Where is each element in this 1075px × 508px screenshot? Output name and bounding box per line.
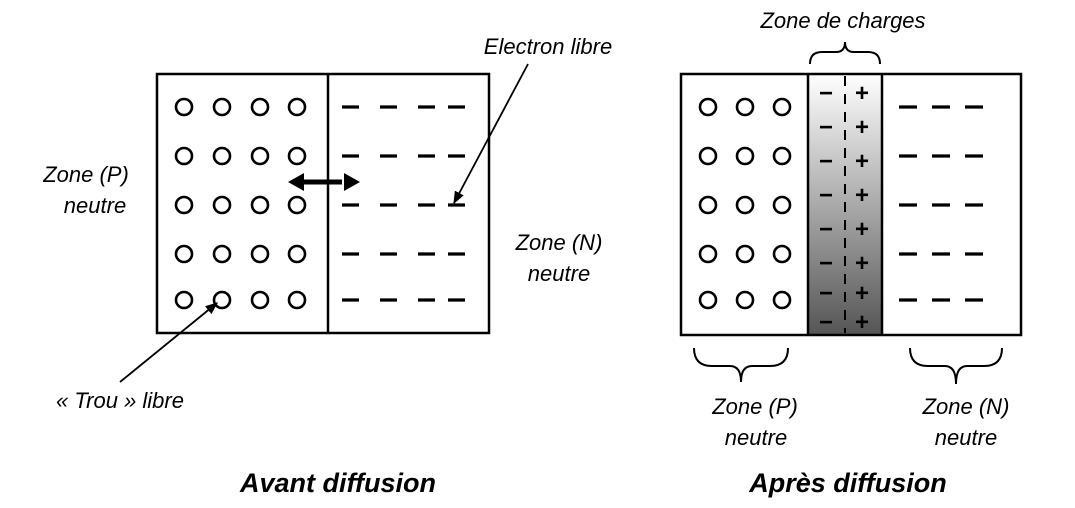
hole-symbol xyxy=(772,290,792,310)
hole-symbol xyxy=(287,97,307,117)
diffusion-double-arrow xyxy=(288,173,360,191)
brace-charge-zone xyxy=(809,41,881,65)
hole-symbol xyxy=(698,97,718,117)
hole-symbol xyxy=(698,146,718,166)
hole-symbol xyxy=(250,195,270,215)
space-charges: −+−+−+−+−+−+−+−+ xyxy=(819,80,869,336)
hole-symbol xyxy=(772,195,792,215)
positive-ion-symbol: + xyxy=(855,280,869,307)
hole-symbol xyxy=(735,97,755,117)
hole-symbol xyxy=(250,290,270,310)
hole-symbol xyxy=(735,244,755,264)
negative-ion-symbol: − xyxy=(819,182,833,209)
positive-ion-symbol: + xyxy=(855,80,869,107)
hole-symbol xyxy=(174,195,194,215)
caption-before-diffusion: Avant diffusion xyxy=(239,468,436,498)
negative-ion-symbol: − xyxy=(819,250,833,277)
holes-p-region-before xyxy=(174,97,307,310)
label-charge-zone: Zone de charges xyxy=(759,8,925,33)
label-p-zone-before-line2: neutre xyxy=(64,193,126,218)
hole-symbol xyxy=(772,244,792,264)
label-p-zone-before-line1: Zone (P) xyxy=(42,162,129,187)
positive-ion-symbol: + xyxy=(855,309,869,336)
hole-symbol xyxy=(174,290,194,310)
electron-pointer-arrow xyxy=(453,63,529,205)
hole-symbol xyxy=(698,195,718,215)
hole-symbol xyxy=(735,290,755,310)
label-p-zone-after-line1: Zone (P) xyxy=(711,394,798,419)
label-n-zone-before-line2: neutre xyxy=(528,261,590,286)
negative-ion-symbol: − xyxy=(819,216,833,243)
hole-symbol xyxy=(287,244,307,264)
hole-pointer-arrow xyxy=(119,302,218,383)
positive-ion-symbol: + xyxy=(855,250,869,277)
negative-ion-symbol: − xyxy=(819,309,833,336)
positive-ion-symbol: + xyxy=(855,114,869,141)
hole-symbol xyxy=(212,195,232,215)
negative-ion-symbol: − xyxy=(819,114,833,141)
hole-symbol xyxy=(250,146,270,166)
label-trou-libre: « Trou » libre xyxy=(56,388,184,413)
negative-ion-symbol: − xyxy=(819,148,833,175)
brace-n-zone-after xyxy=(909,347,1003,385)
hole-symbol xyxy=(287,195,307,215)
negative-ion-symbol: − xyxy=(819,80,833,107)
electrons-n-region-before xyxy=(342,105,465,302)
negative-ion-symbol: − xyxy=(819,280,833,307)
positive-ion-symbol: + xyxy=(855,148,869,175)
caption-after-diffusion: Après diffusion xyxy=(748,468,947,498)
crystal-box-before xyxy=(155,72,491,335)
hole-symbol xyxy=(212,146,232,166)
hole-symbol xyxy=(287,146,307,166)
label-n-zone-before-line1: Zone (N) xyxy=(515,230,603,255)
label-electron-libre: Electron libre xyxy=(484,34,612,59)
brace-p-zone-after xyxy=(693,347,789,383)
positive-ion-symbol: + xyxy=(855,216,869,243)
hole-symbol xyxy=(212,244,232,264)
hole-symbol xyxy=(174,244,194,264)
positive-ion-symbol: + xyxy=(855,182,869,209)
after-diffusion-panel: −+−+−+−+−+−+−+−+ Zone de charges Zone (P… xyxy=(679,8,1023,498)
before-diffusion-panel: Zone (P) neutre Zone (N) neutre Electron… xyxy=(42,34,612,498)
hole-symbol xyxy=(772,146,792,166)
hole-symbol xyxy=(212,97,232,117)
hole-symbol xyxy=(250,244,270,264)
label-n-zone-after-line2: neutre xyxy=(935,425,997,450)
holes-p-region-after xyxy=(698,97,792,310)
hole-symbol xyxy=(287,290,307,310)
hole-symbol xyxy=(212,290,232,310)
hole-symbol xyxy=(735,146,755,166)
hole-symbol xyxy=(174,97,194,117)
crystal-box-after xyxy=(679,72,1023,337)
hole-symbol xyxy=(772,97,792,117)
label-p-zone-after-line2: neutre xyxy=(725,425,787,450)
hole-symbol xyxy=(250,97,270,117)
hole-symbol xyxy=(698,244,718,264)
hole-symbol xyxy=(174,146,194,166)
hole-symbol xyxy=(698,290,718,310)
label-n-zone-after-line1: Zone (N) xyxy=(922,394,1010,419)
hole-symbol xyxy=(735,195,755,215)
electrons-n-region-after xyxy=(899,105,983,302)
